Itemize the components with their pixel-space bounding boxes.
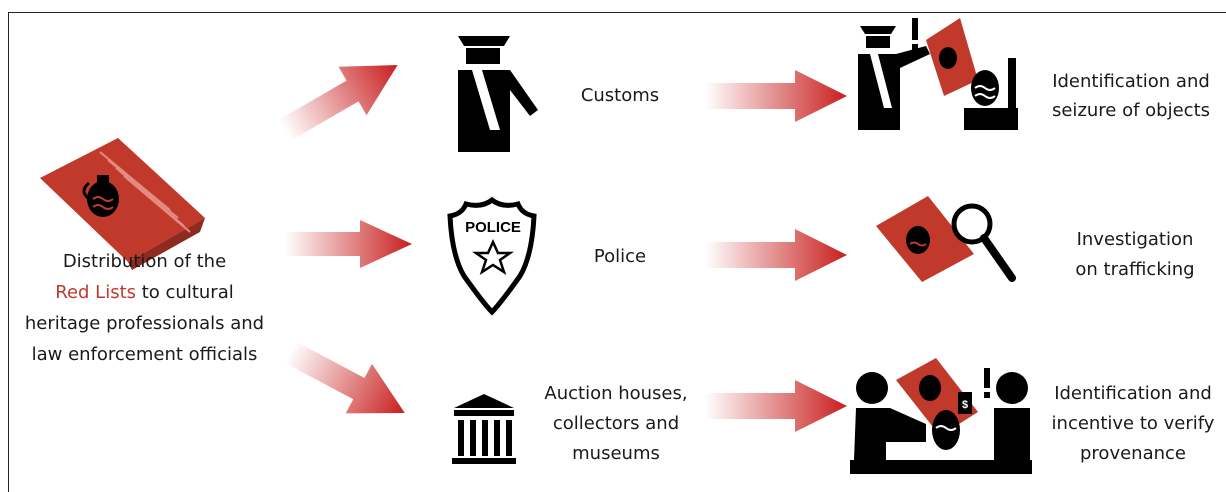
police-badge-icon: POLICE [447, 196, 537, 316]
red-list-document-icon [40, 138, 205, 270]
source-line-2-rest: to cultural [136, 282, 234, 303]
auction-outcome-1: Identification and [1054, 383, 1212, 404]
diagram-frame [8, 12, 1226, 492]
customs-label: Customs [580, 85, 660, 106]
source-line-1: Distribution of the [62, 251, 227, 272]
source-line-2: Red Lists to cultural [12, 279, 277, 307]
auction-outcome-3: provenance [1080, 443, 1186, 464]
provenance-check-icon: $ [850, 358, 1032, 474]
investigation-icon [876, 196, 1016, 282]
customs-seizure-icon [858, 18, 1018, 130]
customs-outcome-1: Identification and [1052, 71, 1210, 92]
source-line-4: law enforcement officials [31, 344, 258, 365]
police-label: Police [593, 246, 647, 267]
arrow-customs-outcome [705, 70, 847, 122]
customs-outcome-2: seizure of objects [1051, 100, 1211, 121]
auction-outcome-2: incentive to verify [1051, 413, 1215, 434]
arrow-to-auction [284, 341, 405, 414]
arrow-to-customs [279, 65, 398, 141]
svg-text:$: $ [962, 399, 968, 411]
police-badge-text: POLICE [465, 219, 521, 236]
police-outcome-2: on trafficking [1075, 259, 1195, 280]
auction-label-1: Auction houses, [544, 383, 688, 404]
police-outcome-1: Investigation [1076, 229, 1194, 250]
customs-officer-icon [458, 36, 538, 152]
red-lists-label: Red Lists [55, 282, 137, 303]
arrow-auction-outcome [705, 380, 847, 432]
auction-label-3: museums [572, 443, 660, 464]
arrow-to-police [285, 220, 412, 268]
auction-label-2: collectors and [552, 413, 680, 434]
arrow-police-outcome [705, 229, 847, 281]
source-line-3: heritage professionals and [24, 313, 265, 334]
museum-building-icon [452, 394, 516, 464]
